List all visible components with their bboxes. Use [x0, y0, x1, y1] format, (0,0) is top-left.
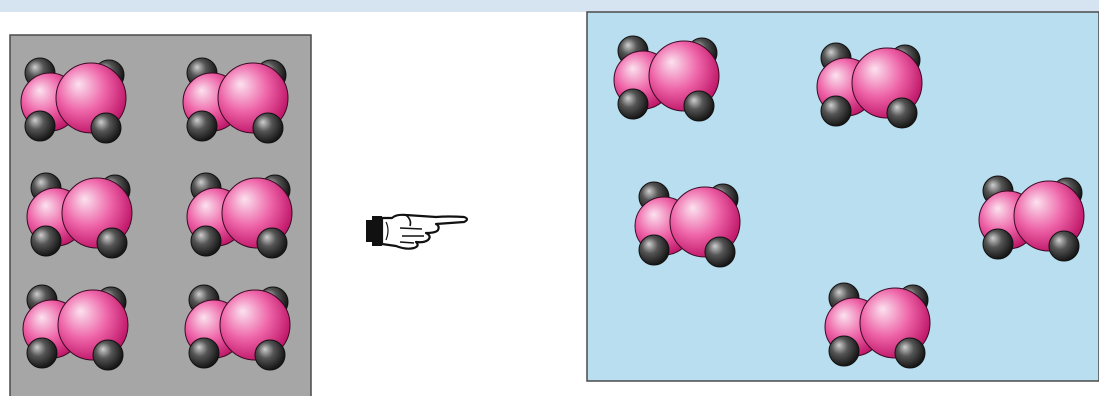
- solid-panel: [9, 34, 312, 396]
- pointing-hand-icon: [366, 213, 469, 250]
- gas-panel: [586, 11, 1099, 382]
- top-band: [0, 0, 1099, 12]
